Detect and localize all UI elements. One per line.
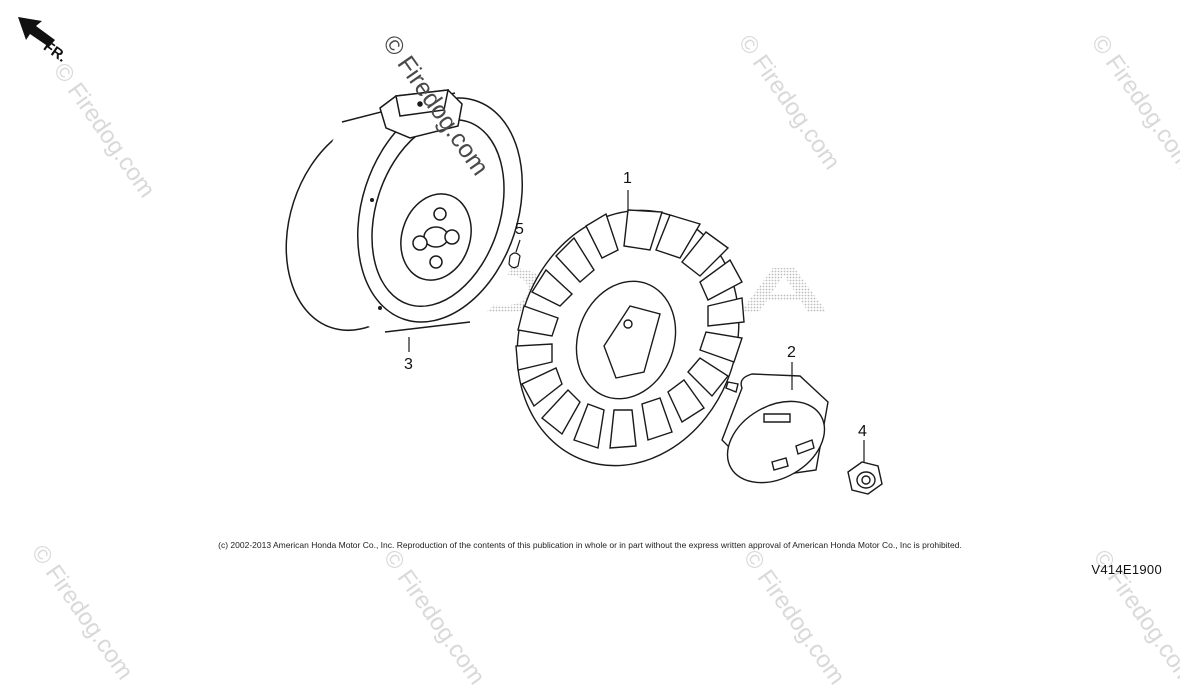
callout-number: 4	[858, 423, 867, 440]
front-direction-arrow-icon	[18, 17, 55, 47]
diagram-code: V414E1900	[1091, 562, 1162, 577]
starter-pulley-part	[721, 373, 829, 484]
callout-number: 5	[515, 221, 524, 238]
parts-diagram: HONDA	[18, 17, 883, 495]
callout-leaders	[408, 190, 865, 462]
copyright-notice: (c) 2002-2013 American Honda Motor Co., …	[218, 540, 962, 550]
flywheel-part	[285, 89, 524, 333]
callout-number: 1	[623, 170, 632, 187]
callout-number: 2	[787, 344, 796, 361]
flange-nut-part	[847, 461, 883, 495]
cooling-fan-part	[515, 209, 745, 467]
woodruff-key-part	[508, 252, 521, 269]
callout-number: 3	[404, 356, 413, 373]
